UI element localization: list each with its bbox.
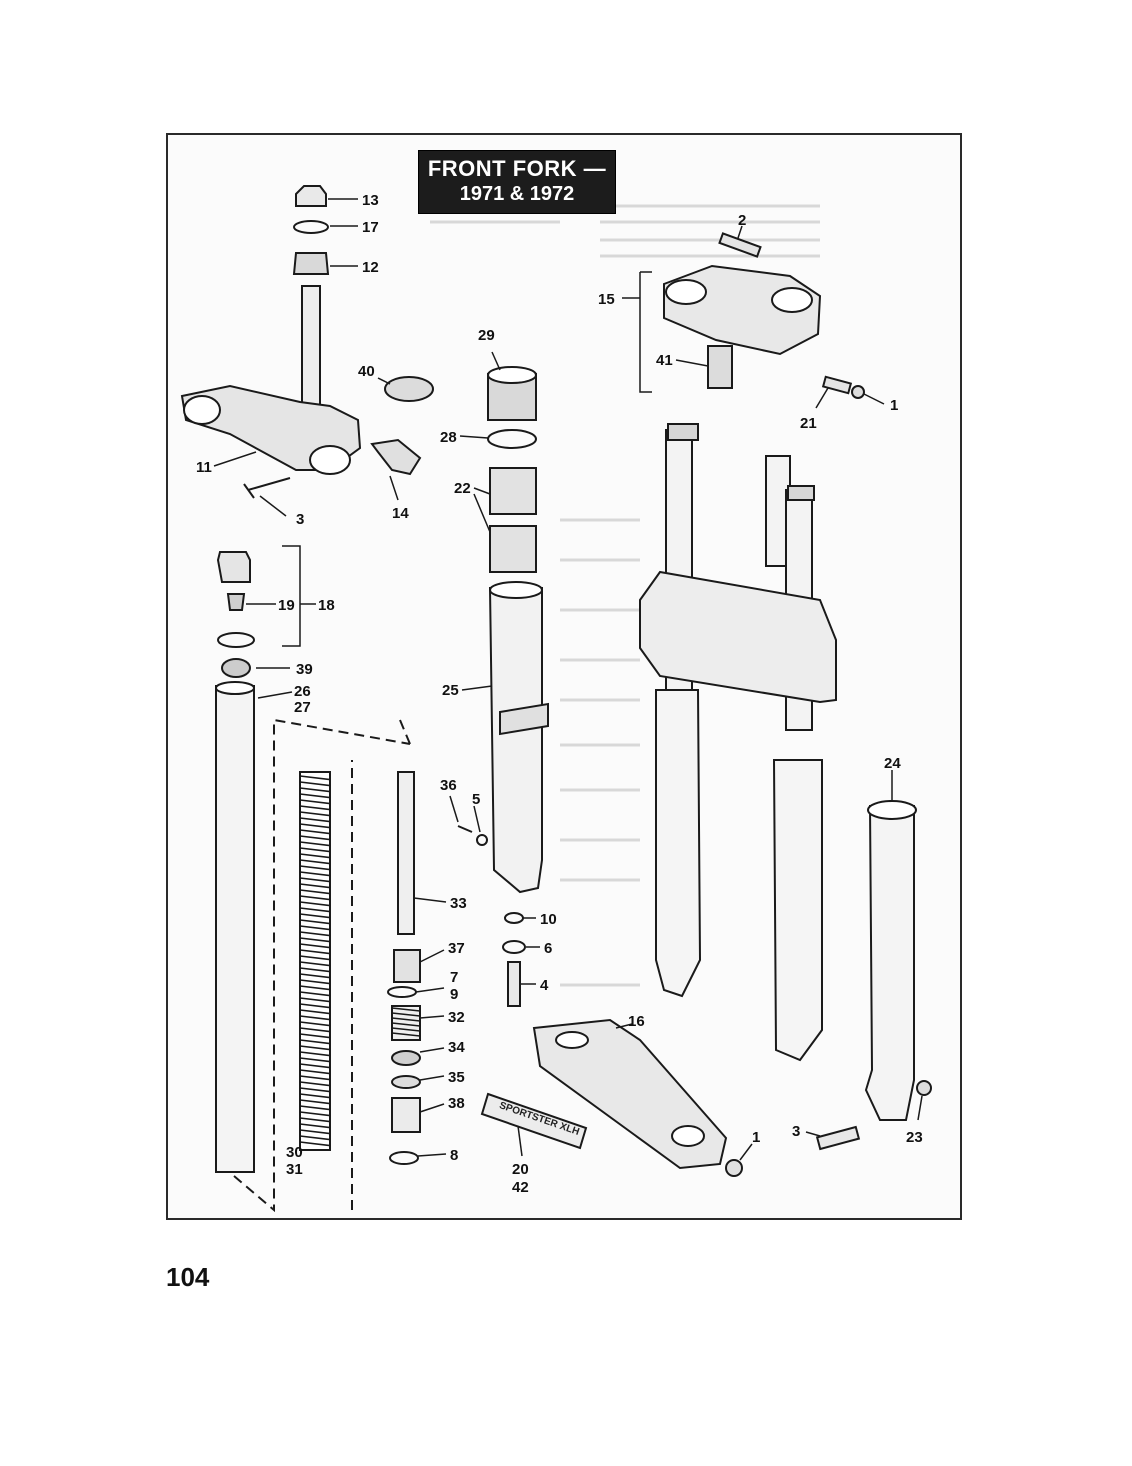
- part-21-bolt: [821, 375, 853, 395]
- part-3-bolt-lower: [815, 1125, 861, 1151]
- callout-21: 21: [800, 415, 817, 432]
- part-6-washer: [502, 940, 526, 954]
- callout-12: 12: [362, 259, 379, 276]
- callout-3: 3: [296, 511, 304, 528]
- callout-8: 8: [450, 1147, 458, 1164]
- callout-31: 31: [286, 1161, 303, 1178]
- callout-16: 16: [628, 1013, 645, 1030]
- part-38-valve: [391, 1097, 421, 1133]
- part-20-nameplate: [480, 1092, 588, 1150]
- part-24-slider: [864, 805, 915, 1121]
- part-22-bushing-upper: [489, 467, 537, 515]
- part-10-o-ring: [504, 912, 524, 924]
- part-22-bushing-lower: [489, 525, 537, 573]
- part-1-screw-upper: [851, 385, 865, 399]
- part-25-slider: [488, 587, 543, 894]
- part-11-fork-bracket: [180, 384, 362, 471]
- callout-25: 25: [442, 682, 459, 699]
- callout-9: 9: [450, 986, 458, 1003]
- callout-18: 18: [318, 597, 335, 614]
- part-18-plug: [216, 551, 251, 583]
- part-33-damper-rod: [397, 771, 415, 935]
- callout-27: 27: [294, 699, 311, 716]
- callout-22: 22: [454, 480, 471, 497]
- callout-19: 19: [278, 597, 295, 614]
- callout-41: 41: [656, 352, 673, 369]
- callout-26: 26: [294, 683, 311, 700]
- page-number: 104: [166, 1262, 210, 1292]
- callout-7: 7: [450, 969, 458, 986]
- part-14-stop-plate: [370, 438, 422, 476]
- callout-labels: 13 17 12 40 11 3 14 19 18 39 26 27 30 31…: [196, 192, 923, 1196]
- leader-lines: [213, 198, 923, 1161]
- callout-24: 24: [884, 755, 901, 772]
- part-8-ring: [389, 1151, 419, 1165]
- callout-34: 34: [448, 1039, 465, 1056]
- callout-36: 36: [440, 777, 457, 794]
- callout-1-upper: 1: [890, 397, 898, 414]
- part-9-snap-ring: [387, 986, 417, 998]
- part-19-valve: [226, 593, 246, 611]
- title-line-2: 1971 & 1972: [459, 183, 575, 205]
- part-13-top-nut: [295, 185, 327, 207]
- callout-39: 39: [296, 661, 313, 678]
- callout-3-lower: 3: [792, 1123, 800, 1140]
- o-ring: [217, 632, 255, 648]
- callout-42: 42: [512, 1179, 529, 1196]
- callout-23: 23: [906, 1129, 923, 1146]
- callout-10: 10: [540, 911, 557, 928]
- callout-33: 33: [450, 895, 467, 912]
- callout-6: 6: [544, 940, 552, 957]
- part-12-bearing-cone: [292, 252, 330, 275]
- assembly-guide-lines: [233, 718, 411, 1213]
- callout-15: 15: [598, 291, 615, 308]
- part-30-spring: [299, 771, 331, 1151]
- callout-38: 38: [448, 1095, 465, 1112]
- part-36-screw: [457, 825, 473, 833]
- part-drawings: [180, 185, 932, 1213]
- callout-32: 32: [448, 1009, 465, 1026]
- part-41-spacer: [707, 345, 733, 389]
- callout-11: 11: [196, 459, 212, 476]
- part-17-washer: [293, 220, 329, 234]
- callout-35: 35: [448, 1069, 465, 1086]
- callout-5: 5: [472, 791, 480, 808]
- part-4-bolt: [507, 961, 521, 1007]
- part-40-dust-cover: [384, 376, 434, 402]
- part-23-nut: [916, 1080, 932, 1096]
- callout-14: 14: [392, 505, 409, 522]
- part-28-ring: [487, 429, 537, 449]
- callout-28: 28: [440, 429, 457, 446]
- part-34-washer: [391, 1050, 421, 1066]
- part-37-bushing: [393, 949, 421, 983]
- part-26-fork-tube: [215, 685, 255, 1173]
- part-1-screw-lower: [725, 1159, 743, 1177]
- callout-30: 30: [286, 1144, 303, 1161]
- callout-1-lower: 1: [752, 1129, 760, 1146]
- callout-20: 20: [512, 1161, 529, 1178]
- callout-2: 2: [738, 212, 746, 229]
- assembled-fork: [639, 423, 837, 1062]
- part-35-washer: [391, 1075, 421, 1089]
- part-5-washer: [476, 834, 488, 846]
- callout-37: 37: [448, 940, 465, 957]
- title-line-1: FRONT FORK —: [427, 156, 607, 181]
- part-2-pinch-bolt: [718, 232, 762, 258]
- callout-4: 4: [540, 977, 549, 994]
- callout-17: 17: [362, 219, 379, 236]
- callout-29: 29: [478, 327, 495, 344]
- callout-40: 40: [358, 363, 375, 380]
- diagram-title: FRONT FORK — 1971 & 1972: [418, 150, 616, 214]
- spring-coils: [299, 775, 421, 1147]
- part-3-bolt: [243, 477, 291, 499]
- part-39-cap: [221, 658, 251, 678]
- callout-13: 13: [362, 192, 379, 209]
- steering-stem: [301, 285, 321, 407]
